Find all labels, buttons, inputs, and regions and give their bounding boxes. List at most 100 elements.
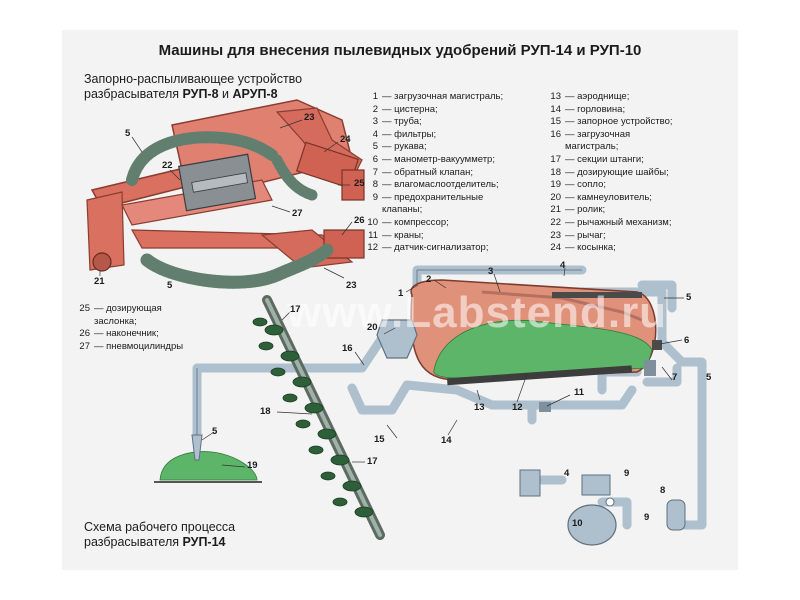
legend-row: 7 — обратный клапан; bbox=[362, 167, 503, 180]
legend-number: 8 bbox=[372, 179, 378, 191]
legend-text: — рычаг; bbox=[565, 229, 606, 241]
legend-text: — фильтры; bbox=[382, 128, 437, 140]
legend-number: 25 bbox=[79, 303, 90, 314]
legend-number: 11 bbox=[368, 229, 378, 241]
callout-25: 25 bbox=[354, 178, 365, 189]
legend-text: магистраль; bbox=[565, 141, 619, 153]
subtitle-model-1: РУП-8 bbox=[182, 87, 219, 101]
legend-number: 24 bbox=[550, 242, 561, 254]
scheme-callout-13: 13 bbox=[474, 402, 485, 413]
legend-row: 2— цистерна; bbox=[362, 104, 503, 117]
legend-row: 12— датчик-сигнализатор; bbox=[362, 242, 503, 255]
legend-text: — труба; bbox=[382, 116, 422, 128]
legend-text: — загрузочная магистраль; bbox=[382, 91, 504, 102]
scheme-callout-17a: 17 bbox=[290, 304, 301, 315]
legend-number: 22 bbox=[550, 216, 561, 228]
legend-text: заслонка; bbox=[94, 315, 137, 327]
subtitle-prefix: разбрасывателя bbox=[84, 87, 183, 101]
scheme-callout-14: 14 bbox=[441, 435, 452, 446]
callout-24: 24 bbox=[340, 134, 351, 145]
callout-22: 22 bbox=[162, 160, 173, 171]
subtitle-model-2: АРУП-8 bbox=[232, 87, 278, 101]
scheme-callout-11: 11 bbox=[574, 387, 585, 398]
subtitle-line-1: Запорно-распыливающее устройство bbox=[84, 72, 303, 86]
legend-number: 14 bbox=[550, 103, 561, 115]
legend-number: 26 bbox=[79, 328, 90, 340]
scheme-callout-8: 8 bbox=[660, 485, 666, 496]
legend-text: — секции штанги; bbox=[565, 153, 644, 165]
legend-number: 27 bbox=[79, 340, 90, 352]
scheme-callout-9b: 9 bbox=[644, 512, 650, 523]
legend-row: клапаны; bbox=[362, 204, 503, 217]
watermark: www.Labstend.ru bbox=[287, 288, 668, 337]
callout-5: 5 bbox=[125, 128, 131, 139]
scheme-callout-5b: 5 bbox=[706, 372, 712, 383]
legend-number: 23 bbox=[550, 229, 561, 241]
legend-text: — горловина; bbox=[565, 103, 626, 115]
scheme-callout-18: 18 bbox=[260, 406, 271, 417]
legend-row: 23 — рычаг; bbox=[547, 230, 673, 243]
scheme-callout-5a: 5 bbox=[686, 292, 692, 303]
legend-text: — наконечник; bbox=[94, 328, 159, 340]
legend-row: 24 — косынка; bbox=[547, 242, 673, 255]
poster: www.Labstend.ru Машины для внесения пыле… bbox=[62, 30, 738, 570]
scheme-callout-17b: 17 bbox=[367, 456, 378, 467]
legend-row: 19— сопло; bbox=[547, 179, 673, 192]
legend-row: 10— компрессор; bbox=[362, 217, 503, 230]
caption-model: РУП-14 bbox=[182, 535, 226, 549]
legend-number: 12 bbox=[367, 242, 378, 254]
legend-column-2: 13— аэроднище;14— горловина;15— запорное… bbox=[547, 91, 673, 255]
legend-number: 15 bbox=[550, 116, 561, 128]
legend-row: 9— предохранительные bbox=[362, 192, 503, 205]
diagram-drawing bbox=[86, 99, 707, 546]
legend-number: 5 bbox=[372, 141, 378, 153]
subtitle-joiner: и bbox=[218, 87, 233, 101]
legend-row: 4 — фильтры; bbox=[362, 129, 503, 142]
legend-number bbox=[74, 316, 90, 329]
legend-row: 27— пневмоцилиндры bbox=[74, 341, 183, 354]
legend-row: 8 — влагомаслоотделитель; bbox=[362, 179, 503, 192]
legend-row: 18 — дозирующие шайбы; bbox=[547, 167, 673, 180]
legend-row: магистраль; bbox=[547, 141, 673, 154]
legend-number: 17 bbox=[550, 153, 561, 165]
legend-number: 7 bbox=[372, 166, 378, 178]
scheme-callout-2: 2 bbox=[426, 274, 432, 285]
legend-row: 3— труба; bbox=[362, 116, 503, 129]
callout-23-lower: 23 bbox=[346, 280, 357, 291]
legend-number: 4 bbox=[372, 128, 378, 140]
legend-text: клапаны; bbox=[382, 204, 423, 216]
scheme-callout-19: 19 bbox=[247, 460, 258, 471]
scheme-callout-6: 6 bbox=[684, 335, 690, 346]
working-scheme bbox=[154, 265, 707, 546]
valve-device-illustration bbox=[86, 99, 365, 289]
legend-row: 22 — рычажный механизм; bbox=[547, 217, 673, 230]
legend-text: — косынка; bbox=[565, 242, 616, 254]
legend-row: 11— краны; bbox=[362, 230, 503, 243]
legend-number: 18 bbox=[550, 166, 561, 178]
legend-text: — обратный клапан; bbox=[382, 166, 473, 178]
legend-text: — дозирующие шайбы; bbox=[565, 166, 669, 178]
legend-row: 15— запорное устройство; bbox=[547, 116, 672, 129]
callout-23: 23 bbox=[304, 112, 315, 123]
legend-row: 20— камнеуловитель; bbox=[547, 192, 673, 205]
scheme-callout-12: 12 bbox=[512, 402, 523, 413]
legend-text: — влагомаслоотделитель; bbox=[382, 179, 499, 191]
legend-text: — рычажный механизм; bbox=[565, 216, 672, 228]
scheme-callout-7: 7 bbox=[672, 372, 678, 383]
legend-text: — предохранительные bbox=[382, 191, 484, 203]
legend-row: 21— ролик; bbox=[547, 204, 673, 217]
scheme-caption: Схема рабочего процесса разбрасывателя Р… bbox=[84, 520, 235, 550]
legend-row: 6— манометр-вакуумметр; bbox=[362, 154, 503, 167]
scheme-callout-3: 3 bbox=[488, 266, 494, 277]
legend-number: 10 bbox=[367, 216, 378, 228]
scheme-callout-15: 15 bbox=[374, 434, 385, 445]
callout-5-lower: 5 bbox=[167, 280, 173, 291]
legend-text: — дозирующая bbox=[94, 303, 162, 314]
legend-text: — камнеуловитель; bbox=[565, 191, 652, 203]
legend-row: 16— загрузочная bbox=[547, 129, 673, 142]
caption-line-2: разбрасывателя РУП-14 bbox=[84, 535, 235, 550]
legend-text: — манометр-вакуумметр; bbox=[382, 153, 495, 165]
scheme-callout-16: 16 bbox=[342, 343, 353, 354]
legend-row: 1— загрузочная магистраль; bbox=[362, 91, 503, 104]
